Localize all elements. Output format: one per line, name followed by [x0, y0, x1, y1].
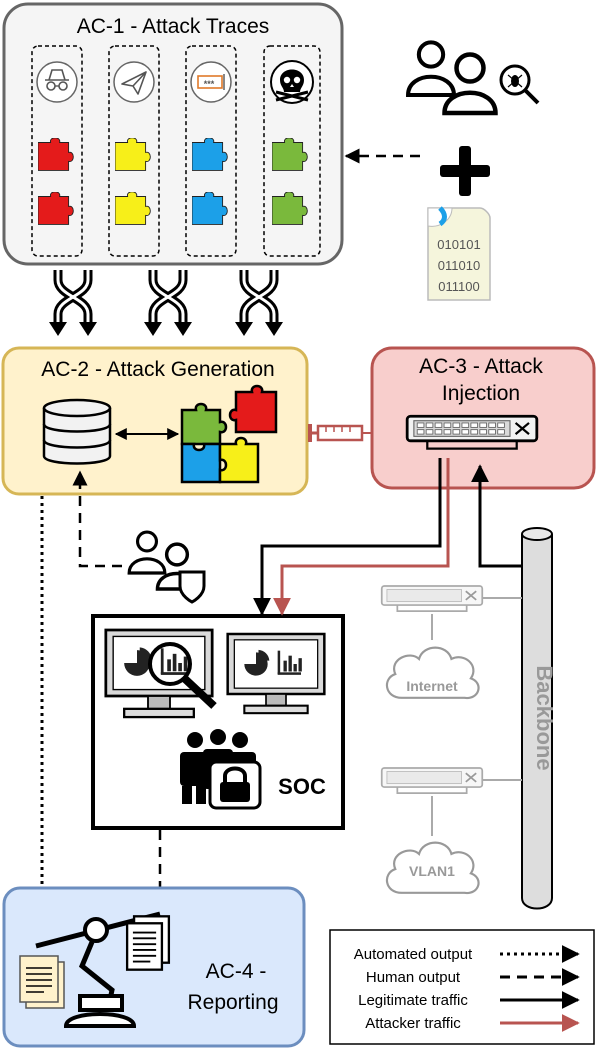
paper-plane-icon: [113, 61, 155, 103]
trace-column-1: [31, 45, 83, 257]
legend-label-human: Human output: [366, 969, 461, 986]
trace-column-3: [185, 45, 237, 257]
ac4-reporting-box: AC-4 - Reporting: [2, 886, 306, 1048]
password-field-icon: ***: [190, 61, 232, 103]
skull-icon: [270, 60, 314, 104]
merge-arrow-3: [235, 270, 283, 336]
ac3-title-line2: Injection: [442, 382, 520, 405]
human-output-arrow-to-ac2: [72, 470, 122, 568]
router-vlan-icon: [380, 767, 484, 795]
ac3-title-line1: AC-3 - Attack: [419, 355, 543, 378]
database-icon: [42, 398, 112, 465]
trace-column-4: [263, 45, 321, 257]
binary-file-icon: 010101 011010 011100: [427, 206, 491, 301]
legitimate-traffic-arrow-to-soc: [253, 458, 442, 616]
puzzle-piece-blue-2: [192, 192, 228, 225]
merge-arrow-1: [49, 270, 97, 336]
backbone-label: Backbone: [532, 665, 557, 770]
legend-label-attacker: Attacker traffic: [365, 1015, 461, 1032]
vlan-label: VLAN1: [409, 863, 455, 879]
backbone-cylinder: Backbone: [521, 527, 557, 910]
merge-arrow-2: [144, 270, 192, 336]
puzzle-piece-green-2: [272, 192, 308, 225]
magnifier-icon: [148, 642, 217, 709]
puzzle-piece-red-1: [38, 138, 74, 171]
balance-scale-icon: [35, 911, 161, 1028]
attacker-traffic-arrow-to-soc: [273, 458, 450, 616]
trace-column-2: [108, 45, 160, 257]
report-document-left-icon: [19, 955, 65, 1009]
ac4-title-line2: Reporting: [187, 991, 278, 1014]
ac3-attack-injection-box: AC-3 - Attack Injection: [370, 346, 596, 490]
ac4-title-line1: AC-4 -: [206, 960, 267, 983]
binary-line-2: 011010: [438, 258, 480, 273]
soc-label: SOC: [278, 774, 326, 799]
router-internet-icon: [380, 585, 484, 613]
binary-line-3: 011100: [438, 279, 479, 294]
puzzle-piece-yellow-1: [115, 138, 151, 171]
spy-icon: [36, 61, 78, 103]
ac2-attack-generation-box: AC-2 - Attack Generation: [1, 346, 309, 496]
puzzle-piece-blue-1: [192, 138, 228, 171]
puzzle-piece-yellow-2: [115, 192, 151, 225]
legend-label-automated: Automated output: [354, 946, 473, 963]
puzzle-piece-red-2: [38, 192, 74, 225]
binary-line-1: 010101: [437, 237, 480, 252]
puzzle-piece-green-1: [272, 138, 308, 171]
legend-label-legitimate: Legitimate traffic: [358, 992, 468, 1009]
ac1-attack-traces-box: AC-1 - Attack Traces ***: [2, 2, 344, 266]
plus-icon: [440, 146, 490, 196]
backbone-to-injection-arrow: [471, 464, 522, 568]
report-document-right-icon: [125, 915, 171, 971]
ac2-title: AC-2 - Attack Generation: [41, 358, 274, 381]
password-mask-text: ***: [204, 79, 215, 89]
analyst-group-icon: [408, 42, 540, 113]
soc-analyst-group-icon: [127, 530, 206, 604]
soc-box: SOC: [91, 614, 345, 830]
lock-icon: [208, 760, 262, 810]
legend: Automated output Human output Legitimate…: [329, 929, 595, 1045]
ac1-title: AC-1 - Attack Traces: [77, 15, 270, 38]
internet-label: Internet: [406, 678, 458, 694]
assembled-puzzle-icon: [180, 384, 278, 484]
syringe-icon: [308, 424, 378, 442]
